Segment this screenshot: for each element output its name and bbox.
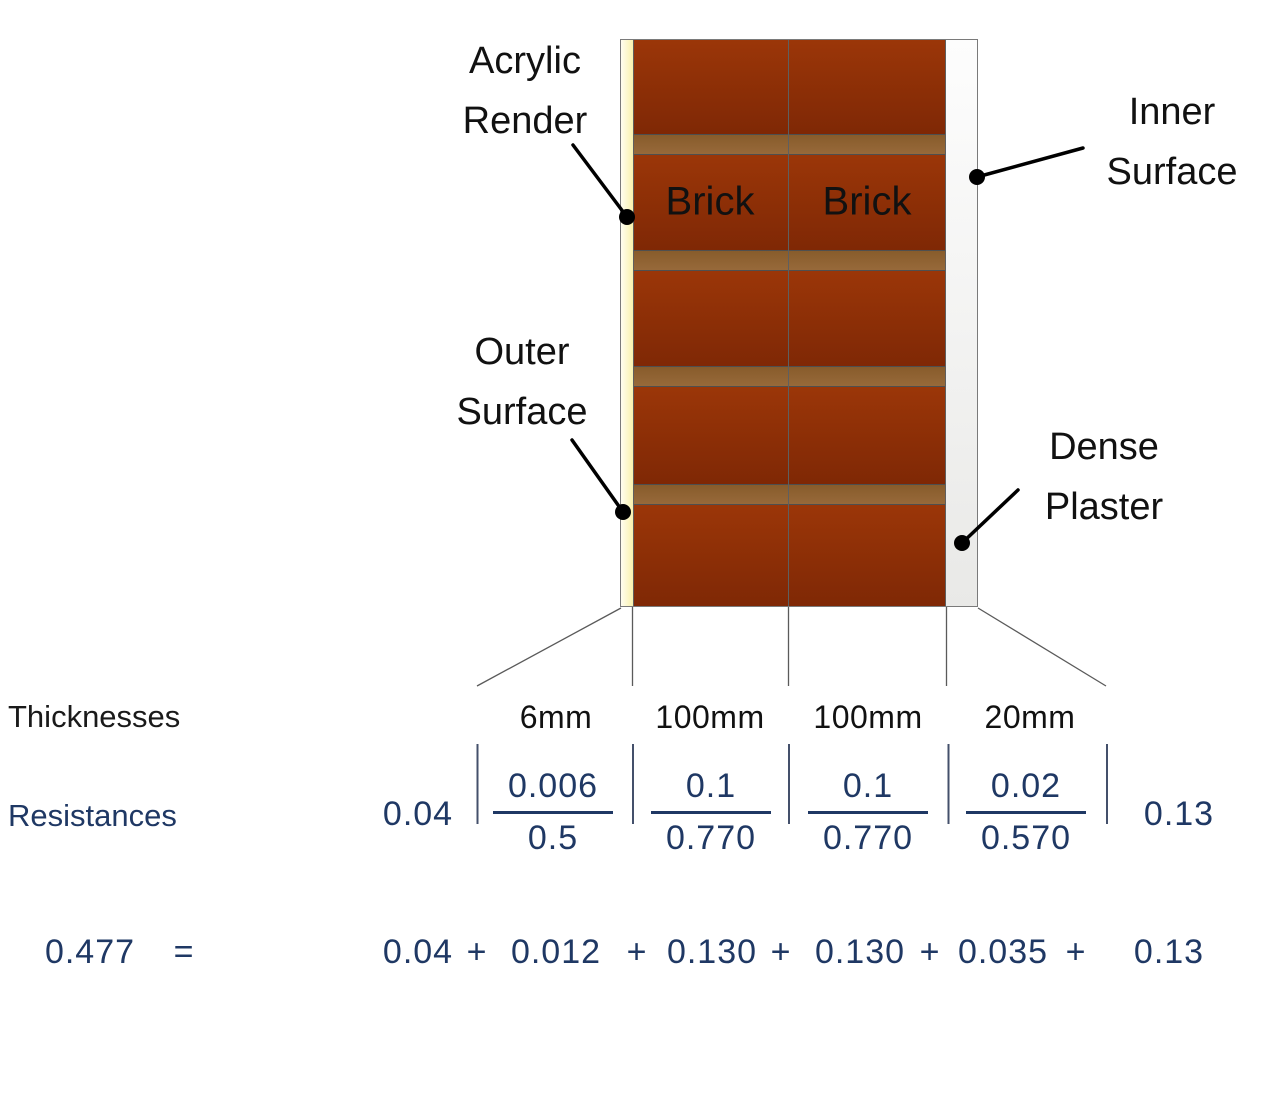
thickness-value: 6mm xyxy=(519,699,593,735)
thickness-guide-lines xyxy=(476,607,1107,687)
brick-course xyxy=(789,40,946,134)
callout-line: Render xyxy=(462,100,588,142)
mortar-band xyxy=(633,366,789,387)
equation-term: 0.130 xyxy=(814,933,906,971)
mortar-band xyxy=(633,484,789,505)
callout-line: Surface xyxy=(1106,151,1238,193)
callout-inner-surface: Inner Surface xyxy=(1107,82,1238,202)
brick-column-outer xyxy=(632,40,789,606)
callout-outer-surface: Outer Surface xyxy=(457,322,588,442)
fraction-denominator: 0.770 xyxy=(665,819,757,857)
resistance-fraction-render: 0.006 0.5 xyxy=(493,766,613,858)
thickness-value: 100mm xyxy=(655,699,765,735)
fraction-numerator: 0.1 xyxy=(808,766,928,814)
mortar-band xyxy=(633,134,789,155)
acrylic-render-layer xyxy=(621,40,633,606)
brick-course xyxy=(789,155,946,250)
brick-column-inner xyxy=(788,40,946,606)
brick-course xyxy=(633,387,789,484)
equation-term: 0.035 xyxy=(957,933,1049,971)
equation-term: 0.04 xyxy=(382,933,454,971)
mortar-band xyxy=(789,250,946,271)
equation-plus: + xyxy=(1065,933,1087,971)
resistances-row-label: Resistances xyxy=(8,798,177,833)
equation-equals: = xyxy=(173,933,195,971)
wall-cross-section xyxy=(620,39,978,607)
brick-course xyxy=(789,387,946,484)
brick-course xyxy=(633,155,789,250)
outer-surface-resistance: 0.04 xyxy=(382,795,454,833)
dense-plaster-layer xyxy=(945,40,977,606)
fraction-numerator: 0.006 xyxy=(493,766,613,814)
thickness-value: 20mm xyxy=(984,699,1076,735)
equation-plus: + xyxy=(466,933,488,971)
resistance-fraction-brick-outer: 0.1 0.770 xyxy=(651,766,771,858)
brick-course xyxy=(633,40,789,134)
fraction-denominator: 0.570 xyxy=(980,819,1072,857)
resistance-fraction-plaster: 0.02 0.570 xyxy=(966,766,1086,858)
mortar-band xyxy=(789,134,946,155)
mortar-band xyxy=(789,484,946,505)
equation-term: 0.130 xyxy=(666,933,758,971)
equation-term: 0.012 xyxy=(510,933,602,971)
callout-line: Plaster xyxy=(1044,486,1164,528)
equation-plus: + xyxy=(626,933,648,971)
fraction-numerator: 0.1 xyxy=(651,766,771,814)
brick-label-inner: Brick xyxy=(822,179,912,224)
brick-course xyxy=(633,271,789,366)
callout-line: Dense xyxy=(1049,426,1159,468)
equation-plus: + xyxy=(919,933,941,971)
brick-label-outer: Brick xyxy=(665,179,755,224)
equation-plus: + xyxy=(770,933,792,971)
equation-result: 0.477 xyxy=(44,933,136,971)
resistance-fraction-brick-inner: 0.1 0.770 xyxy=(808,766,928,858)
callout-line: Outer xyxy=(474,331,570,373)
brick-course xyxy=(789,271,946,366)
callout-dense-plaster: Dense Plaster xyxy=(1045,417,1163,537)
thicknesses-row-label: Thicknesses xyxy=(8,699,181,734)
inner-surface-resistance: 0.13 xyxy=(1143,795,1215,833)
callout-line: Surface xyxy=(456,391,588,433)
thickness-value: 100mm xyxy=(813,699,923,735)
mortar-band xyxy=(633,250,789,271)
fraction-denominator: 0.770 xyxy=(822,819,914,857)
mortar-band xyxy=(789,366,946,387)
callout-line: Inner xyxy=(1128,91,1216,133)
fraction-numerator: 0.02 xyxy=(966,766,1086,814)
callout-line: Acrylic xyxy=(469,40,581,82)
fraction-denominator: 0.5 xyxy=(527,819,579,857)
equation-term: 0.13 xyxy=(1133,933,1205,971)
brick-course xyxy=(789,505,946,606)
brick-course xyxy=(633,505,789,606)
callout-acrylic-render: Acrylic Render xyxy=(463,31,588,151)
